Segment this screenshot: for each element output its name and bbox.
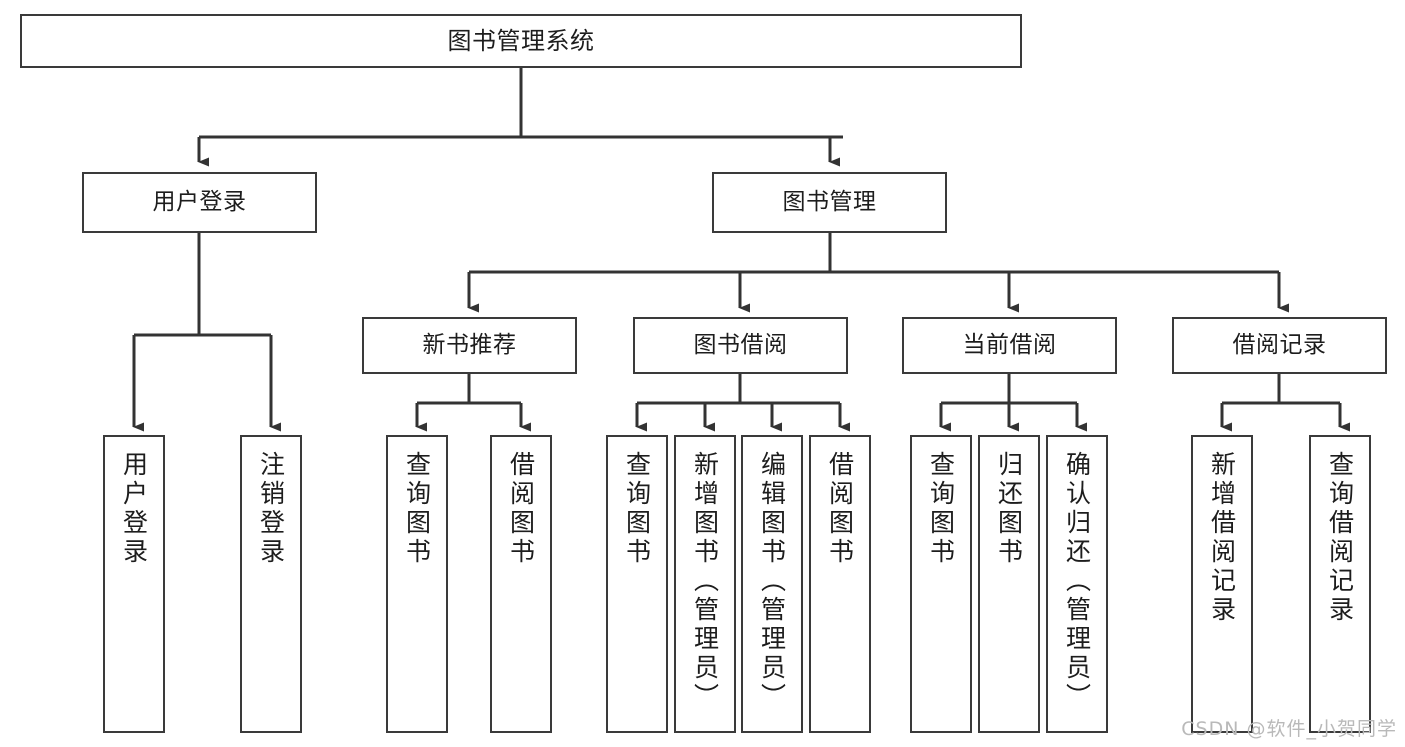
node-leaf-query-book-1-label: 查询图书 xyxy=(402,451,432,567)
node-leaf-user-logout[interactable]: 注销登录 xyxy=(240,435,302,733)
node-new-book-recommend-label: 新书推荐 xyxy=(422,331,517,358)
node-leaf-borrow-book-1[interactable]: 借阅图书 xyxy=(490,435,552,733)
node-book-borrow-label: 图书借阅 xyxy=(693,331,788,358)
node-borrow-record[interactable]: 借阅记录 xyxy=(1172,317,1387,374)
csdn-watermark: CSDN @软件_小贺同学 xyxy=(1181,718,1397,740)
node-book-management-label: 图书管理 xyxy=(782,188,877,215)
node-leaf-user-logout-label: 注销登录 xyxy=(256,451,286,567)
node-leaf-query-book-3-label: 查询图书 xyxy=(926,451,956,567)
node-current-borrow-label: 当前借阅 xyxy=(962,331,1057,358)
node-leaf-user-login[interactable]: 用户登录 xyxy=(103,435,165,733)
node-leaf-edit-book[interactable]: 编辑图书（管理员） xyxy=(741,435,803,733)
node-user-login[interactable]: 用户登录 xyxy=(82,172,317,233)
node-leaf-return-book-label: 归还图书 xyxy=(994,451,1024,567)
node-book-management[interactable]: 图书管理 xyxy=(712,172,947,233)
node-leaf-borrow-book-1-label: 借阅图书 xyxy=(506,451,536,567)
node-new-book-recommend[interactable]: 新书推荐 xyxy=(362,317,577,374)
node-leaf-query-record[interactable]: 查询借阅记录 xyxy=(1309,435,1371,733)
node-root-label: 图书管理系统 xyxy=(447,26,595,55)
node-leaf-add-record[interactable]: 新增借阅记录 xyxy=(1191,435,1253,733)
node-book-borrow[interactable]: 图书借阅 xyxy=(633,317,848,374)
node-leaf-borrow-book-2[interactable]: 借阅图书 xyxy=(809,435,871,733)
node-current-borrow[interactable]: 当前借阅 xyxy=(902,317,1117,374)
node-leaf-query-book-2-label: 查询图书 xyxy=(622,451,652,567)
node-leaf-return-book[interactable]: 归还图书 xyxy=(978,435,1040,733)
node-leaf-confirm-return-label: 确认归还（管理员） xyxy=(1062,451,1092,712)
node-leaf-edit-book-label: 编辑图书（管理员） xyxy=(757,451,787,712)
node-leaf-query-record-label: 查询借阅记录 xyxy=(1325,451,1355,625)
node-root[interactable]: 图书管理系统 xyxy=(20,14,1022,68)
node-leaf-query-book-1[interactable]: 查询图书 xyxy=(386,435,448,733)
node-leaf-user-login-label: 用户登录 xyxy=(119,451,149,567)
node-leaf-add-record-label: 新增借阅记录 xyxy=(1207,451,1237,625)
node-leaf-query-book-2[interactable]: 查询图书 xyxy=(606,435,668,733)
node-user-login-label: 用户登录 xyxy=(152,188,247,215)
node-leaf-add-book-label: 新增图书（管理员） xyxy=(690,451,720,712)
node-leaf-borrow-book-2-label: 借阅图书 xyxy=(825,451,855,567)
node-leaf-query-book-3[interactable]: 查询图书 xyxy=(910,435,972,733)
node-leaf-add-book[interactable]: 新增图书（管理员） xyxy=(674,435,736,733)
node-leaf-confirm-return[interactable]: 确认归还（管理员） xyxy=(1046,435,1108,733)
node-borrow-record-label: 借阅记录 xyxy=(1232,331,1327,358)
